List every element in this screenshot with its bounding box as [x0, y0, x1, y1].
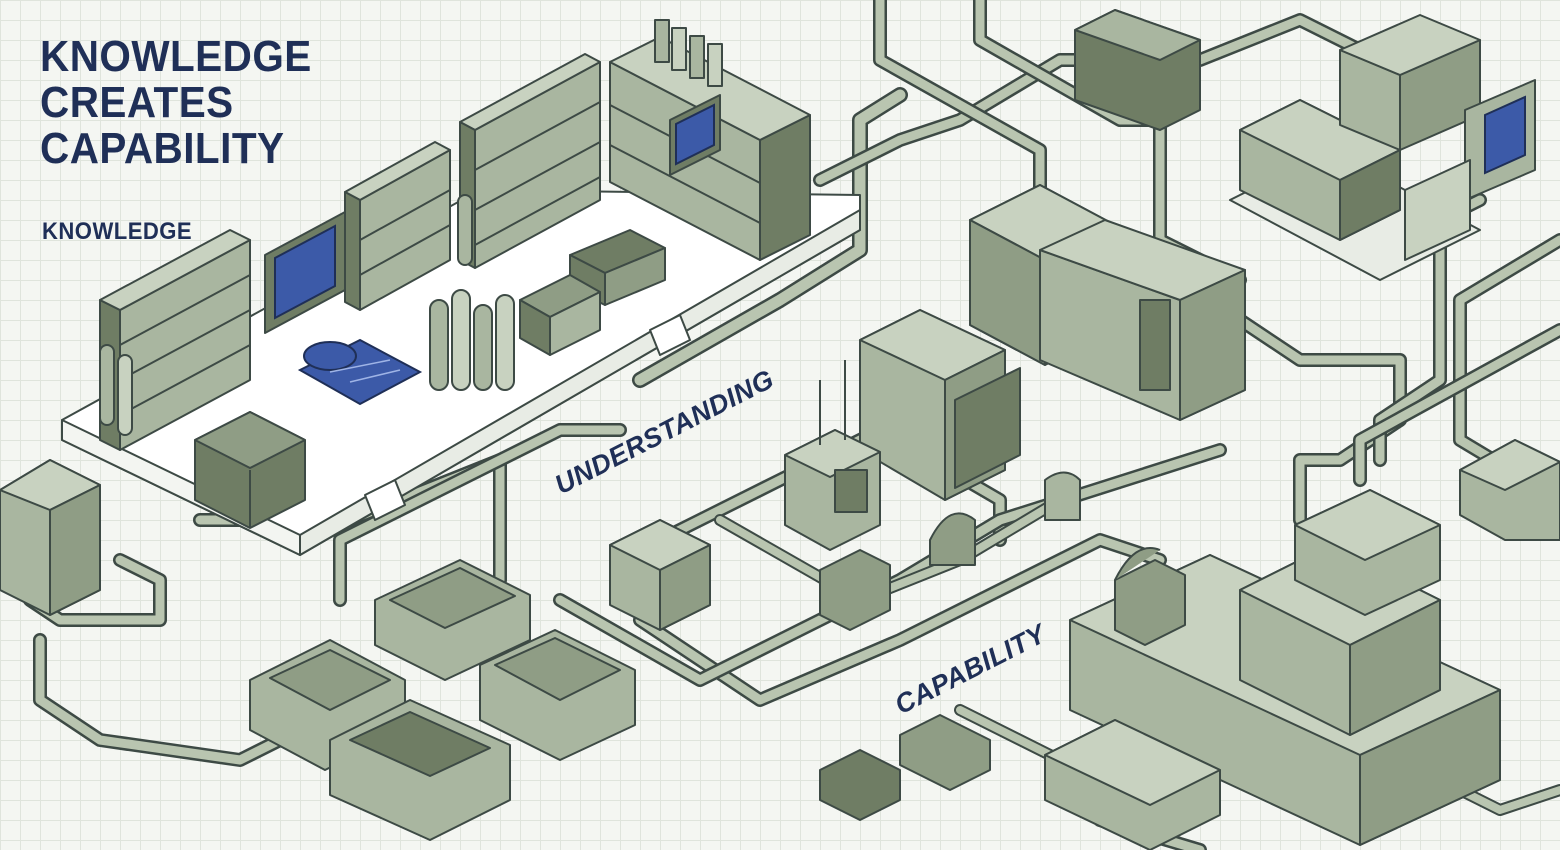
knowledge-label: KNOWLEDGE [42, 218, 193, 245]
top-right-machinery [1074, 9, 1536, 281]
machine-icon [819, 471, 1081, 631]
monitor-icon [669, 94, 721, 176]
bookshelf-icon [99, 229, 251, 451]
blueprint-icon [297, 338, 423, 406]
machine-icon [609, 519, 711, 631]
monitor-icon [1404, 159, 1471, 261]
monitor-icon [1464, 79, 1536, 201]
bookshelf-icon [344, 141, 451, 311]
stairs-icon [364, 314, 691, 521]
machine-icon [1459, 439, 1560, 541]
scroll-icon [99, 194, 515, 436]
machine-icon [1294, 489, 1441, 616]
machine-icon [859, 309, 1021, 501]
machine-icon [1039, 219, 1246, 421]
title-line: CAPABILITY [40, 124, 285, 173]
understanding-machinery [609, 184, 1246, 631]
monitor-icon [264, 211, 346, 334]
main-title: KNOWLEDGE CREATES CAPABILITY [40, 34, 335, 172]
crate-stack [194, 229, 666, 529]
bookshelf-icon [459, 53, 601, 269]
machine-icon [374, 559, 531, 681]
machine-icon [784, 360, 881, 551]
machine-icon [1114, 547, 1186, 646]
machine-icon [0, 459, 101, 616]
machine-icon [1074, 9, 1201, 131]
machine-icon [479, 629, 636, 761]
machine-icon [1044, 719, 1221, 850]
title-line: KNOWLEDGE [40, 32, 312, 81]
title-line: CREATES [40, 78, 234, 127]
knowledge-library [61, 19, 861, 556]
bookshelf-icon [1339, 14, 1481, 151]
processing-modules [0, 459, 636, 841]
capability-factory [819, 439, 1560, 850]
machine-icon [819, 714, 991, 821]
machine-icon [329, 699, 511, 841]
